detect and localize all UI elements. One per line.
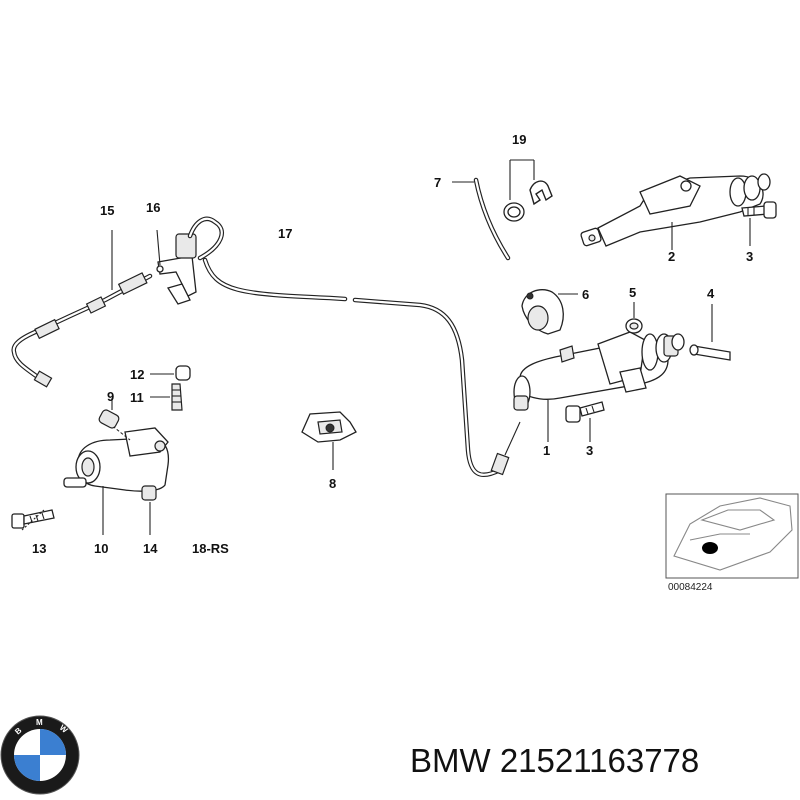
- boot-6: [521, 289, 578, 335]
- label-7: 7: [434, 175, 441, 190]
- label-1: 1: [543, 443, 550, 458]
- pressure-line-17: [202, 257, 521, 477]
- label-6: 6: [582, 287, 589, 302]
- part-number-title: BMW 21521163778: [410, 742, 699, 779]
- nut-14: [141, 485, 157, 535]
- label-18-rs: 18-RS: [192, 541, 229, 556]
- label-16: 16: [146, 200, 160, 215]
- bolt-3-upper: [741, 201, 777, 246]
- slave-cylinder-10: [63, 419, 170, 535]
- label-15: 15: [100, 203, 114, 218]
- master-cylinder-1: [513, 331, 685, 442]
- master-cylinder-2: [580, 173, 771, 250]
- part-labels: 19 7 2 3 15 16 17 6 5 4 12 11 9 1 3 8 13…: [32, 132, 753, 556]
- label-13: 13: [32, 541, 46, 556]
- logo-letter-b: B: [13, 726, 23, 737]
- bolt-13: [11, 509, 55, 531]
- label-8: 8: [329, 476, 336, 491]
- hose-7: [452, 177, 511, 261]
- clip-8: [301, 411, 357, 470]
- logo-letter-m: M: [36, 718, 43, 727]
- bleeder-valve-9: [98, 398, 120, 429]
- line-bracket-16: [156, 216, 225, 305]
- label-5: 5: [629, 285, 636, 300]
- bmw-logo: B M W: [0, 715, 80, 795]
- label-11: 11: [130, 390, 144, 405]
- car-locator-inset: 00084224: [665, 493, 799, 593]
- label-3-upper: 3: [746, 249, 753, 264]
- label-10: 10: [94, 541, 108, 556]
- ring-5: [625, 302, 643, 334]
- logo-letter-w: W: [58, 723, 70, 735]
- label-4: 4: [707, 286, 715, 301]
- label-17: 17: [278, 226, 292, 241]
- clip-19: [503, 159, 553, 222]
- label-2: 2: [668, 249, 675, 264]
- label-14: 14: [143, 541, 158, 556]
- dust-cap-12: [150, 365, 191, 381]
- label-3-lower: 3: [586, 443, 593, 458]
- clutch-hose-15: [11, 230, 153, 388]
- pin-4: [689, 304, 731, 361]
- label-19: 19: [512, 132, 526, 147]
- bolt-3-lower: [565, 401, 605, 442]
- label-12: 12: [130, 367, 144, 382]
- label-9: 9: [107, 389, 114, 404]
- inset-code: 00084224: [668, 582, 713, 593]
- bleeder-screw-11: [150, 383, 183, 411]
